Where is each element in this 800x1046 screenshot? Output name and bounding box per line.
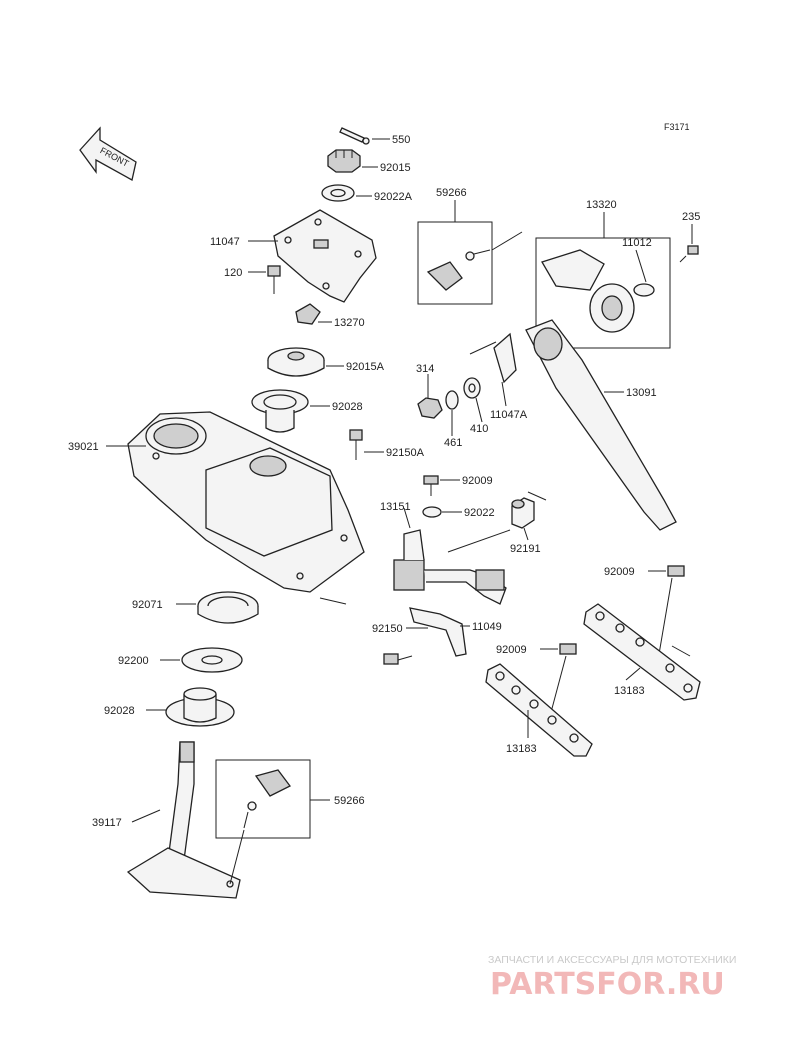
- callout-11049: 11049: [472, 621, 502, 633]
- callout-92150: 92150: [372, 623, 403, 635]
- steering-shaft-part: [126, 741, 241, 899]
- bushing-part: [251, 389, 309, 433]
- callout-39021: 39021: [68, 441, 99, 453]
- lock-washer-461-part: [445, 390, 459, 410]
- callout-92200: 92200: [118, 655, 149, 667]
- bolt-92009-right-part: [657, 565, 685, 661]
- callout-13151: 13151: [380, 501, 411, 513]
- oil-seal-part: [197, 591, 259, 624]
- callout-13270: 13270: [334, 317, 365, 329]
- washer-part: [321, 184, 355, 202]
- callout-92028-upper: 92028: [332, 401, 363, 413]
- callout-92071: 92071: [132, 599, 163, 611]
- kit-box-upper: [417, 221, 523, 305]
- callout-13320: 13320: [586, 199, 617, 211]
- diagram-code: F3171: [664, 122, 690, 132]
- collar-92191-part: [511, 497, 535, 529]
- callout-11012: 11012: [622, 237, 652, 249]
- callout-92015A: 92015A: [346, 361, 385, 373]
- holder-part: [267, 347, 325, 377]
- callout-92191: 92191: [510, 543, 541, 555]
- washer-92022-part: [422, 506, 442, 518]
- bolt-92150-part: [383, 653, 413, 665]
- watermark-logo: PARTSFOR.RU: [490, 967, 725, 1002]
- castle-nut-part: [327, 149, 361, 173]
- screw-235-part: [679, 245, 699, 263]
- callout-92022A: 92022A: [374, 191, 413, 203]
- lever-box: [535, 237, 671, 349]
- bar-13183-lower-part: [485, 663, 593, 757]
- switch-harness-part: [393, 529, 507, 605]
- plate-11047a-part: [493, 332, 517, 384]
- callout-13183-right: 13183: [614, 685, 645, 697]
- callout-59266-upper: 59266: [436, 187, 467, 199]
- callout-11047: 11047: [210, 236, 240, 248]
- bolt-part: [267, 265, 281, 294]
- bar-13183-right-part: [583, 603, 701, 701]
- callout-550: 550: [392, 134, 410, 146]
- callout-11047A: 11047A: [490, 409, 528, 421]
- kit-box-lower: [215, 759, 311, 885]
- bracket-11049-part: [409, 607, 467, 657]
- steering-housing-part: [127, 411, 365, 593]
- callout-120: 120: [224, 267, 242, 279]
- callout-314: 314: [416, 363, 434, 375]
- steering-bracket-part: [273, 209, 377, 303]
- washer-92200-part: [181, 647, 243, 673]
- callout-92028-lower: 92028: [104, 705, 135, 717]
- washer-410-part: [463, 377, 481, 399]
- front-arrow-icon: FRONT: [79, 126, 137, 181]
- stopper-part: [295, 303, 321, 325]
- lever-arm-part: [525, 319, 677, 531]
- nut-314-part: [417, 397, 443, 419]
- callout-39117: 39117: [92, 817, 122, 829]
- bushing-lower-part: [165, 687, 235, 727]
- callout-59266-lower: 59266: [334, 795, 365, 807]
- callout-92009-lower: 92009: [496, 644, 527, 656]
- callout-235: 235: [682, 211, 700, 223]
- bolt-92009-part: [423, 475, 439, 496]
- callout-461: 461: [444, 437, 462, 449]
- callout-13183-lower: 13183: [506, 743, 537, 755]
- bolt-92150a-part: [349, 429, 363, 460]
- callout-13091: 13091: [626, 387, 657, 399]
- bolt-92009-lower-part: [549, 643, 577, 717]
- callout-92015: 92015: [380, 162, 411, 174]
- callout-92022: 92022: [464, 507, 495, 519]
- cotter-pin-part: [339, 127, 370, 145]
- callout-92009-right: 92009: [604, 566, 635, 578]
- callout-410: 410: [470, 423, 488, 435]
- callout-92009-center: 92009: [462, 475, 493, 487]
- watermark-tagline: ЗАПЧАСТИ И АКСЕССУАРЫ ДЛЯ МОТОТЕХНИКИ: [488, 954, 736, 966]
- callout-92150A: 92150A: [386, 447, 425, 459]
